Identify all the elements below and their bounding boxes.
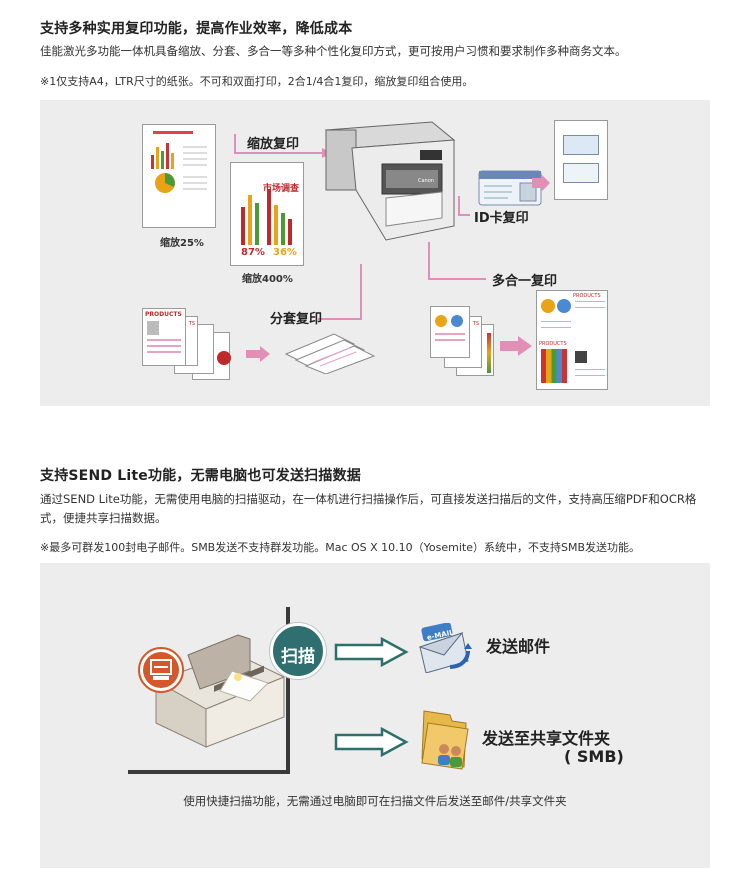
collate-copy-label: 分套复印: [270, 312, 323, 327]
scan-bubble: 扫描: [270, 623, 326, 679]
zoom-connector-h: [234, 152, 324, 154]
section-copy-features: 支持多种实用复印功能，提高作业效率，降低成本 佳能激光多功能一体机具备缩放、分套…: [40, 18, 710, 90]
market-survey-title: 市场调查: [263, 184, 300, 194]
send-folder-label: 发送至共享文件夹: [482, 729, 611, 748]
scan-diagram-panel: 扫描 e-MAIL 发送邮件 发送至共享文件夹 ( SMB) 使用快捷扫描功能，…: [40, 563, 710, 868]
scan-orange-icon: [138, 647, 184, 693]
scan-caption: 使用快捷扫描功能，无需通过电脑即可在扫描文件后发送至邮件/共享文件夹: [183, 794, 567, 808]
multi-out-products-1: PRODUCTS: [573, 293, 601, 299]
section1-desc: 佳能激光多功能一体机具备缩放、分套、多合一等多种个性化复印方式，更可按用户习惯和…: [40, 44, 627, 58]
multi-copy-label: 多合一复印: [492, 274, 558, 289]
zoom400-label: 缩放400%: [242, 274, 293, 285]
id-connector-h: [458, 214, 470, 216]
section-send-lite: 支持SEND Lite功能，无需电脑也可发送扫描数据 通过SEND Lite功能…: [40, 465, 710, 556]
collate-connector-v: [360, 264, 362, 320]
zoom-connector-v: [234, 134, 236, 154]
shared-folder-icon: [421, 710, 469, 770]
mini-title: [153, 131, 193, 134]
id-arrow-icon: [532, 174, 550, 192]
section2-title: 支持SEND Lite功能，无需电脑也可发送扫描数据: [40, 468, 361, 484]
mini-chart-icon: [151, 143, 207, 193]
collate-arrow-icon: [246, 346, 270, 362]
arrow-to-email-icon: [334, 637, 409, 667]
send-email-label: 发送邮件: [486, 637, 551, 656]
collate-connector-h: [318, 318, 362, 320]
multi-connector-v: [428, 242, 430, 280]
email-envelope-icon: e-MAIL: [418, 623, 472, 673]
collate-products: PRODUCTS: [145, 311, 182, 318]
section2-note: ※最多可群发100封电子邮件。SMB发送不支持群发功能。Mac OS X 10.…: [40, 541, 641, 554]
id-copy-label: ID卡复印: [474, 211, 529, 226]
arrow-to-folder-icon: [334, 727, 409, 757]
section1-title: 支持多种实用复印功能，提高作业效率，降低成本: [40, 21, 353, 37]
zoom400-page: 市场调查 87% 36%: [230, 162, 304, 266]
id-connector-v: [458, 196, 460, 216]
big-bar-chart-icon: [241, 189, 292, 245]
multi-output-page: PRODUCTS PRODUCTS: [536, 290, 608, 390]
scanner-mfp-icon: [154, 634, 286, 748]
collated-sets-icon: [284, 333, 376, 374]
zoom25-label: 缩放25%: [160, 238, 204, 249]
multi-arrow-icon: [500, 336, 532, 356]
id-output-page: [554, 120, 608, 200]
zoom25-page: [142, 124, 216, 228]
section1-note: ※1仅支持A4，LTR尺寸的纸张。不可和双面打印，2合1/4合1复印，缩放复印组…: [40, 75, 474, 88]
section2-desc: 通过SEND Lite功能，无需使用电脑的扫描驱动，在一体机进行扫描操作后，可直…: [40, 492, 697, 525]
multi-src-page-1: [430, 306, 470, 358]
copy-diagram-panel: 缩放25% 市场调查 87% 36% 缩放400% 缩放复印 Canon: [40, 100, 710, 406]
smb-label: ( SMB): [564, 747, 624, 766]
zoom-copy-label: 缩放复印: [247, 137, 300, 152]
multi-connector-h: [428, 278, 486, 280]
collate-page-1: PRODUCTS: [142, 308, 186, 366]
multi-out-products-2: PRODUCTS: [539, 341, 567, 347]
pct36-label: 36%: [273, 247, 297, 258]
printer-icon: Canon: [324, 121, 456, 241]
pct87-label: 87%: [241, 247, 265, 258]
scan-label: 扫描: [281, 647, 315, 667]
printer-brand: Canon: [418, 178, 434, 184]
